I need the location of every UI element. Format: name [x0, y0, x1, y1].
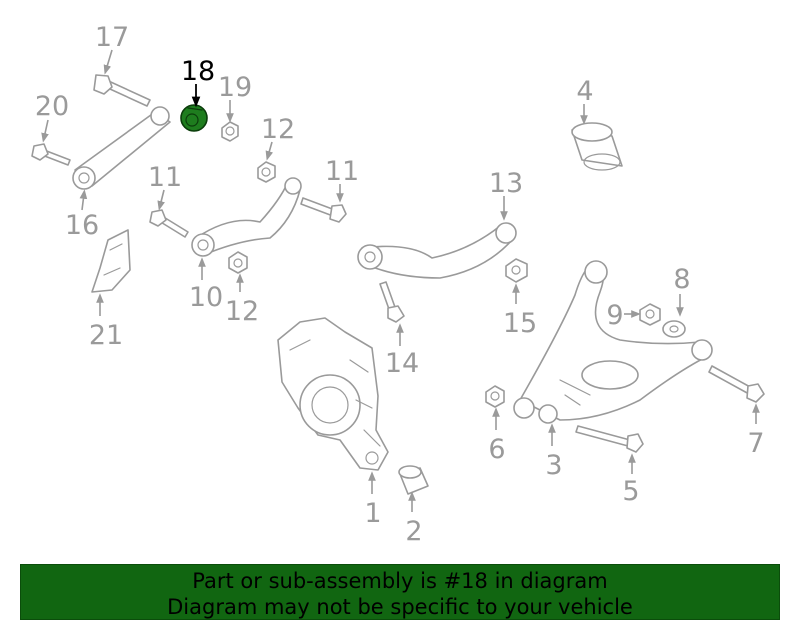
- callout-11-left: 11: [148, 162, 182, 211]
- part-19-nut: [221, 121, 239, 142]
- svg-text:6: 6: [488, 434, 505, 465]
- part-7-bolt: [708, 365, 765, 403]
- svg-text:11: 11: [148, 162, 182, 193]
- svg-text:9: 9: [606, 300, 623, 331]
- callout-21: 21: [89, 293, 123, 351]
- part-20-bolt: [31, 143, 71, 166]
- svg-text:16: 16: [65, 210, 99, 241]
- callout-6: 6: [488, 407, 506, 465]
- svg-text:21: 21: [89, 320, 123, 351]
- callout-17: 17: [95, 22, 129, 75]
- parts-diagram: 17 18 19 20 12 11 11 16 10 12 21 13 4 15…: [31, 22, 765, 547]
- part-17-bolt: [93, 74, 151, 107]
- svg-text:20: 20: [35, 91, 69, 122]
- callout-12-upper: 12: [261, 114, 295, 161]
- svg-text:10: 10: [189, 282, 223, 313]
- callout-8: 8: [673, 264, 691, 317]
- part-3-lower-control-arm: [513, 260, 713, 424]
- svg-text:8: 8: [673, 264, 690, 295]
- callout-11-right: 11: [325, 156, 359, 203]
- callout-9: 9: [606, 300, 641, 331]
- callout-13: 13: [489, 168, 523, 221]
- svg-text:11: 11: [325, 156, 359, 187]
- part-18-bushing: [180, 104, 208, 132]
- part-13-upper-arm: [357, 222, 517, 279]
- callout-19: 19: [218, 72, 252, 123]
- svg-text:2: 2: [405, 516, 422, 547]
- part-1-knuckle: [277, 317, 389, 471]
- svg-text:12: 12: [261, 114, 295, 145]
- callout-2: 2: [405, 491, 423, 547]
- callout-14: 14: [385, 323, 419, 379]
- part-2-bushing: [398, 465, 429, 495]
- svg-text:1: 1: [364, 498, 381, 529]
- part-8-washer: [662, 320, 686, 338]
- svg-text:12: 12: [225, 296, 259, 327]
- part-12-nut-upper: [257, 161, 276, 183]
- svg-text:15: 15: [503, 308, 537, 339]
- callout-20: 20: [35, 91, 69, 143]
- part-14-bolt: [379, 281, 405, 323]
- svg-text:5: 5: [622, 476, 639, 507]
- callout-7: 7: [747, 403, 765, 459]
- svg-text:17: 17: [95, 22, 129, 53]
- callout-1: 1: [364, 471, 382, 529]
- callout-18: 18: [181, 56, 215, 108]
- part-16-lateral-link: [72, 106, 171, 190]
- part-12-nut-lower: [228, 251, 248, 274]
- svg-text:19: 19: [218, 72, 252, 103]
- part-6-nut: [485, 385, 505, 408]
- callout-3: 3: [545, 423, 563, 481]
- svg-text:4: 4: [576, 76, 593, 107]
- svg-text:3: 3: [545, 450, 562, 481]
- callout-4: 4: [576, 76, 594, 125]
- part-11-bolt-right: [300, 197, 347, 223]
- part-15-nut: [505, 258, 528, 283]
- callout-15: 15: [503, 283, 537, 339]
- svg-text:13: 13: [489, 168, 523, 199]
- callout-10: 10: [189, 257, 223, 313]
- svg-text:14: 14: [385, 348, 419, 379]
- part-5-bolt: [575, 425, 644, 453]
- info-banner: Part or sub-assembly is #18 in diagram D…: [20, 564, 780, 620]
- part-10-control-arm: [191, 177, 302, 257]
- part-4-bushing: [571, 122, 623, 171]
- part-21-shield: [91, 229, 131, 293]
- callout-5: 5: [622, 453, 640, 507]
- part-9-nut: [639, 303, 661, 326]
- banner-line-disclaimer: Diagram may not be specific to your vehi…: [167, 595, 633, 619]
- svg-text:18: 18: [181, 56, 215, 87]
- callout-16: 16: [65, 189, 99, 241]
- part-11-bolt-left: [149, 209, 189, 238]
- banner-line-part-number: Part or sub-assembly is #18 in diagram: [192, 569, 608, 593]
- svg-text:7: 7: [747, 428, 764, 459]
- callout-12-lower: 12: [225, 273, 259, 327]
